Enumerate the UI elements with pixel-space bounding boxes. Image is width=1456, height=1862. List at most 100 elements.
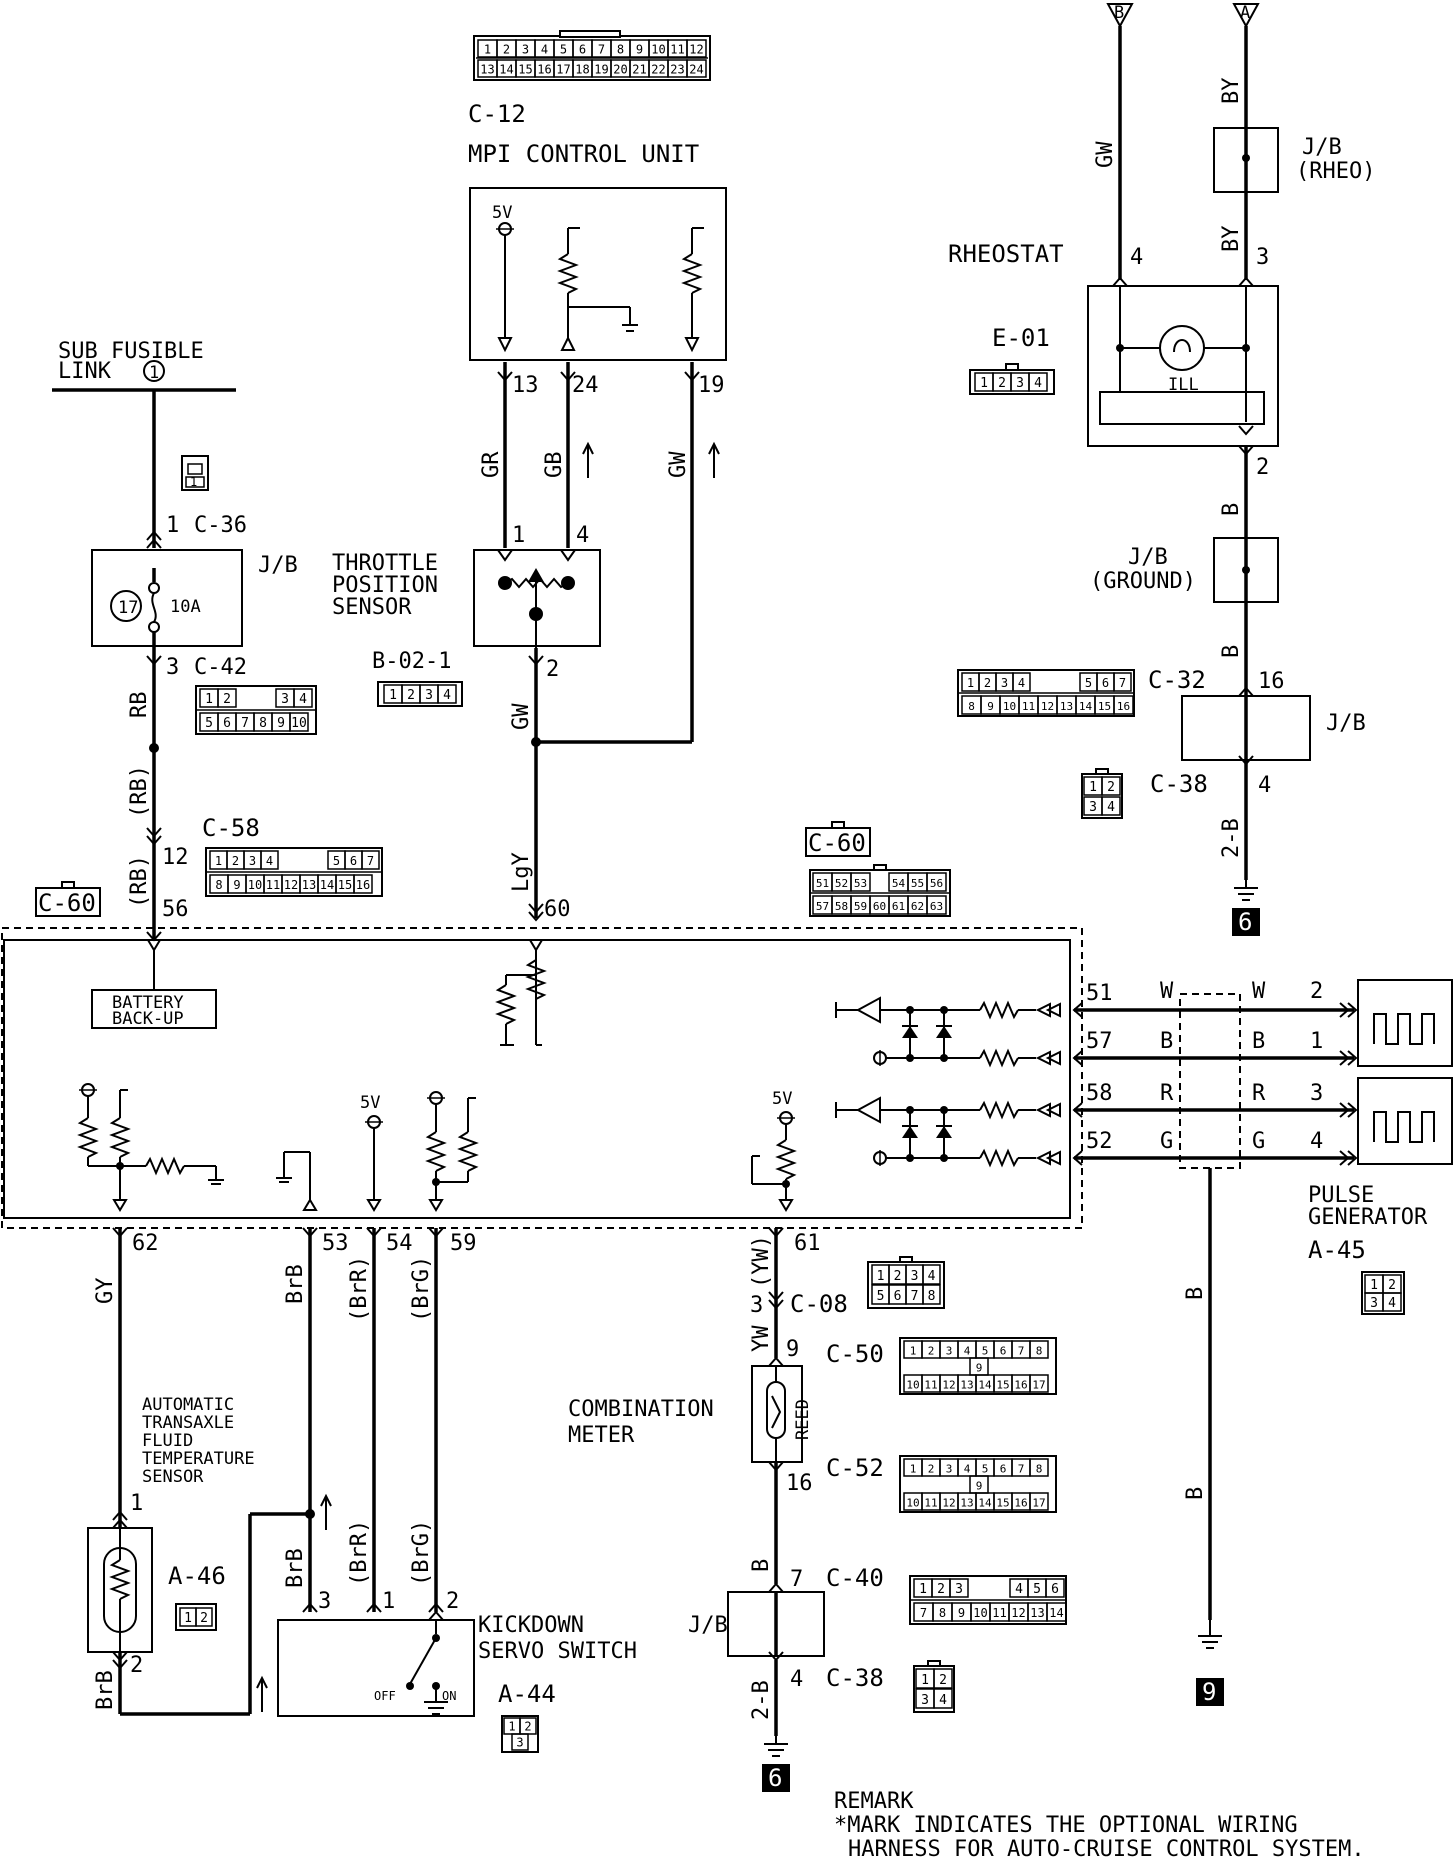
pulse-wire-left-w: W (1160, 979, 1174, 1004)
c12-row1-cell (686, 39, 707, 58)
c12-row1-pin-label: 11 (670, 42, 684, 56)
c58-row2-pin-label: 10 (248, 878, 262, 892)
fluid-sensor-label-4: TEMPERATURE (142, 1449, 255, 1469)
c40-row2-pin-label: 13 (1030, 1606, 1044, 1620)
c32-row1a-pin-label: 2 (984, 676, 991, 690)
c60-row1b-cell (926, 872, 947, 892)
rheostat-conn-id: E-01 (992, 324, 1050, 352)
tcu-pin-54: 54 (386, 1231, 413, 1256)
b02-pin-label: 4 (443, 688, 451, 703)
c12-row1-pin-label: 7 (598, 42, 605, 56)
c42-row1a-pin-label: 2 (223, 692, 231, 707)
pulse-pin-1: 1 (1310, 1029, 1323, 1054)
c12-row2-pin-label: 13 (480, 62, 494, 76)
c40-row2-pin-label: 8 (939, 1606, 946, 1620)
c38b-row1-pin-label: 1 (921, 1673, 929, 1688)
c40-row2-pin-label: 9 (958, 1606, 965, 1620)
c52-row2-cell (1029, 1492, 1049, 1511)
wire-2b-meter: 2-B (749, 1680, 774, 1720)
c32-row2-cell (1113, 695, 1134, 715)
c08-row2-pin-label: 8 (928, 1289, 936, 1304)
c08-row2-cell (922, 1284, 941, 1305)
wire-2b-right: 2-B (1219, 818, 1244, 858)
kickdown-off: OFF (374, 1689, 396, 1703)
c52-row2-pin-label: 10 (906, 1496, 919, 1509)
wire-rb-3: (RB) (127, 855, 152, 908)
c42-row2-cell (289, 712, 309, 732)
a45-row2-pin-label: 4 (1388, 1296, 1396, 1311)
wire-rb-2: (RB) (127, 765, 152, 818)
c12-row1-pin-label: 6 (579, 42, 586, 56)
fluid-sensor-label-3: FLUID (142, 1431, 193, 1451)
c40-row1a-pin-label: 3 (955, 1582, 963, 1597)
c60-row2-cell (926, 895, 947, 915)
rheostat-box (1087, 285, 1279, 447)
meter-reed-label: REED (793, 1399, 813, 1440)
c52-row1-cell (1029, 1458, 1049, 1477)
b02-cell (437, 684, 457, 704)
c52-row1-pin-label: 2 (928, 1462, 935, 1475)
battery-backup-label-2: BACK-UP (112, 1009, 184, 1029)
rheostat-pin-4: 4 (1130, 245, 1143, 270)
c50-row1-pin-label: 1 (910, 1344, 917, 1357)
pulse-pin-2: 2 (1310, 979, 1323, 1004)
c38a-row2-cell (1101, 796, 1121, 816)
c40-row1a-pin-label: 1 (919, 1582, 927, 1597)
c58-pin: 12 (162, 845, 189, 870)
jb-ground-box (1213, 537, 1279, 603)
pulse-wire-left-r: R (1160, 1081, 1174, 1106)
c60-right-id: C-60 (808, 829, 866, 857)
wire-by-1: BY (1219, 78, 1244, 105)
e01-pin-label: 3 (1016, 376, 1024, 391)
wire-lgy: LgY (509, 852, 534, 892)
c50-row1-pin-label: 5 (982, 1344, 989, 1357)
throttle-pin-4: 4 (576, 523, 589, 548)
c52-row1-pin-label: 1 (910, 1462, 917, 1475)
c60-row1a-pin-label: 51 (816, 877, 829, 890)
c32-row2-pin-label: 14 (1079, 700, 1093, 713)
c58-row1a-cell (260, 850, 279, 870)
c12-row2-pin-label: 15 (518, 62, 532, 76)
jb-ground-label-2: (GROUND) (1090, 569, 1196, 594)
fluid-sensor-box (87, 1510, 153, 1670)
tcu-pin-58: 58 (1086, 1081, 1113, 1106)
c58-row1a-pin-label: 1 (215, 854, 222, 868)
c38-top-conn-id: C-38 (1150, 770, 1208, 798)
c60-row2-pin-label: 61 (892, 900, 905, 913)
wire-brg-1: (BrG) (409, 1256, 434, 1322)
c32-row2-pin-label: 10 (1003, 700, 1016, 713)
c32-row1b-cell (1113, 672, 1132, 692)
c40-row1b-pin-label: 4 (1015, 1582, 1023, 1597)
c12-row1-pin-label: 5 (560, 42, 567, 56)
c32-row2-pin-label: 13 (1060, 700, 1073, 713)
c58-row1a-pin-label: 2 (232, 854, 239, 868)
c50-row2-pin-label: 12 (942, 1378, 955, 1391)
kickdown-on: ON (442, 1689, 456, 1703)
remark-line-2: HARNESS FOR AUTO-CRUISE CONTROL SYSTEM. (848, 1837, 1365, 1862)
c52-row1-pin-label: 3 (946, 1462, 953, 1475)
tcu-internals (77, 939, 1061, 1212)
jb-rheo-label-2: (RHEO) (1296, 159, 1375, 184)
throttle-pin-1: 1 (512, 523, 525, 548)
c12-row1-pin-label: 4 (541, 42, 548, 56)
c52-row2-pin-label: 16 (1014, 1496, 1027, 1509)
fluid-sensor-pin-1: 1 (130, 1491, 143, 1516)
jb-c32-box (1181, 686, 1311, 766)
ground-ref-9-badge (1196, 1678, 1224, 1706)
pulse-wire-right-b: B (1252, 1029, 1265, 1054)
c58-row1a-pin-label: 4 (266, 854, 273, 868)
throttle-connector-id: B-02-1 (372, 649, 451, 674)
wire-b-1: B (1219, 503, 1244, 516)
mpi-pin-13: 13 (512, 373, 539, 398)
c60-row1b-pin-label: 56 (930, 877, 943, 890)
c52-row2-pin-label: 17 (1032, 1496, 1045, 1509)
c40-row1a-cell (949, 1578, 969, 1598)
c38b-row2-pin-label: 4 (939, 1693, 947, 1708)
c42-row1a-cell (217, 688, 237, 708)
